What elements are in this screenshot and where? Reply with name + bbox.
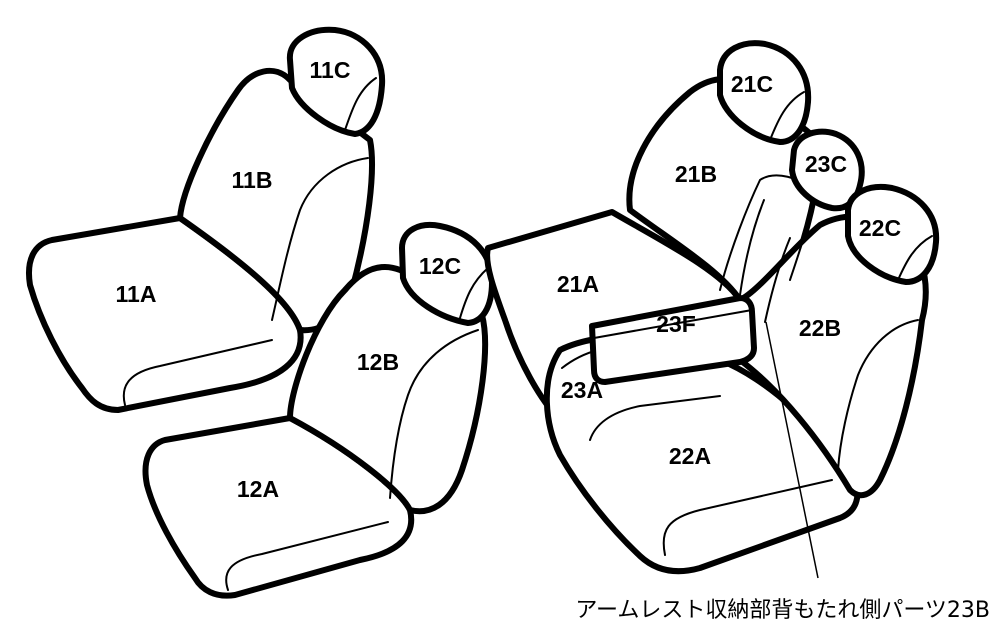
- seat-22-backrest: [737, 213, 929, 499]
- seat-22-back-trim: [837, 319, 919, 471]
- seat-11-head-trim: [344, 77, 377, 131]
- armrest-23f: [589, 295, 757, 385]
- seat-22-headrest: [845, 184, 940, 285]
- seat-12-cushion-trim: [225, 521, 389, 591]
- seat-11-cushion-trim: [122, 339, 273, 406]
- part-label-22c: 22C: [859, 215, 901, 241]
- seat-21-headrest: [717, 40, 812, 145]
- seat-12-back-trim: [389, 329, 479, 499]
- seat-23-center-back: [719, 174, 816, 291]
- part-label-23f: 23F: [656, 311, 696, 337]
- callout-leader-line: [765, 321, 819, 579]
- part-label-12a: 12A: [237, 476, 279, 502]
- seat-11: 11A 11B 11C: [26, 26, 386, 413]
- seat-12: 12A 12B 12C: [142, 222, 495, 599]
- seat-22-head-trim: [897, 235, 933, 281]
- part-label-21b: 21B: [675, 161, 717, 187]
- part-label-12b: 12B: [357, 349, 399, 375]
- part-label-23c: 23C: [805, 151, 847, 177]
- seat-11-back-trim: [271, 157, 369, 321]
- seat-21-head-trim: [769, 91, 805, 141]
- callout-label-23b: アームレスト収納部背もたれ側パーツ23B: [575, 598, 990, 623]
- part-label-21a: 21A: [557, 271, 599, 297]
- armrest-23f-top-edge: [593, 309, 753, 339]
- part-label-11b: 11B: [232, 167, 273, 193]
- part-label-23a: 23A: [561, 377, 603, 403]
- part-label-22a: 22A: [669, 443, 711, 469]
- rear-bench: 21A 21B 21C 22A 22B 22C 23A 23C 23F: [484, 40, 940, 579]
- seat-22-cushion-trim: [662, 479, 833, 556]
- seat-23b-recess-trim: [739, 199, 791, 323]
- seat-23-headrest: [789, 128, 865, 212]
- part-label-12c: 12C: [419, 253, 461, 279]
- part-label-11c: 11C: [310, 57, 351, 83]
- part-label-21c: 21C: [731, 71, 773, 97]
- part-label-22b: 22B: [799, 315, 841, 341]
- part-label-11a: 11A: [116, 281, 157, 307]
- seat-12-head-trim: [459, 267, 489, 319]
- seat-11-headrest: [286, 26, 386, 137]
- seat-11-backrest: [177, 68, 375, 334]
